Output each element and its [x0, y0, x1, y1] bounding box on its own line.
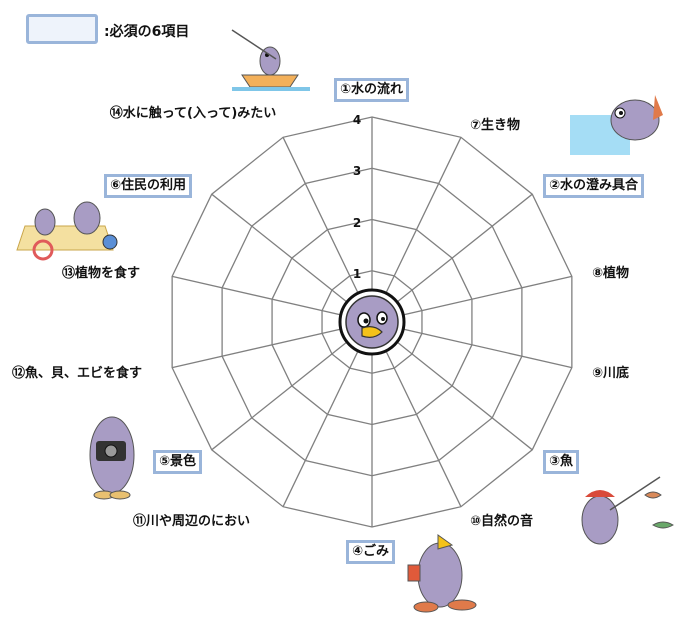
center-mascot [338, 288, 406, 356]
spoke-14 [282, 137, 373, 323]
spoke-10 [211, 321, 373, 451]
axis-label-9: ⑪川や周辺のにおい [133, 514, 251, 529]
spoke-12 [171, 275, 373, 323]
axis-label-5: ⑨川底 [592, 366, 630, 381]
dragonfly-mascot [570, 95, 663, 155]
picnic-mascots [16, 201, 118, 261]
spoke-4 [371, 275, 573, 323]
spoke-3 [371, 193, 533, 323]
fishing-boat-mascot [231, 29, 310, 91]
tick-label: 4 [352, 113, 362, 127]
running-mascot [407, 534, 477, 613]
spoke-11 [171, 321, 373, 369]
axis-label-4: ⑧植物 [592, 266, 630, 281]
axis-label-1: ①水の流れ [334, 78, 410, 102]
axis-label-10: ⑤景色 [153, 450, 203, 474]
axis-label-12: ⑬植物を食す [62, 266, 141, 281]
fishing-rod-mascot [581, 476, 674, 545]
axis-label-7: ⑩自然の音 [470, 514, 534, 529]
axis-label-13: ⑥住民の利用 [104, 174, 193, 198]
spoke-13 [211, 193, 373, 323]
axis-label-2: ⑦生き物 [470, 118, 521, 133]
axis-label-11: ⑫魚、貝、エビを食す [12, 366, 143, 381]
spoke-5 [371, 321, 573, 369]
spoke-7 [371, 321, 462, 507]
spoke-9 [282, 321, 373, 507]
axis-label-3: ②水の澄み具合 [543, 174, 645, 198]
tick-label: 2 [352, 215, 362, 230]
tick-label: 1 [352, 266, 362, 281]
spoke-6 [371, 321, 533, 451]
axis-label-8: ④ごみ [346, 540, 396, 564]
camera-mascot [89, 416, 135, 500]
radar-spokes [171, 117, 573, 527]
axis-label-6: ③魚 [543, 450, 580, 474]
required-legend-text: :必須の6項目 [104, 24, 190, 40]
axis-label-14: ⑭水に触って(入って)みたい [109, 106, 277, 121]
spoke-2 [371, 137, 462, 323]
tick-label: 3 [352, 164, 362, 179]
required-legend-swatch [26, 14, 98, 44]
